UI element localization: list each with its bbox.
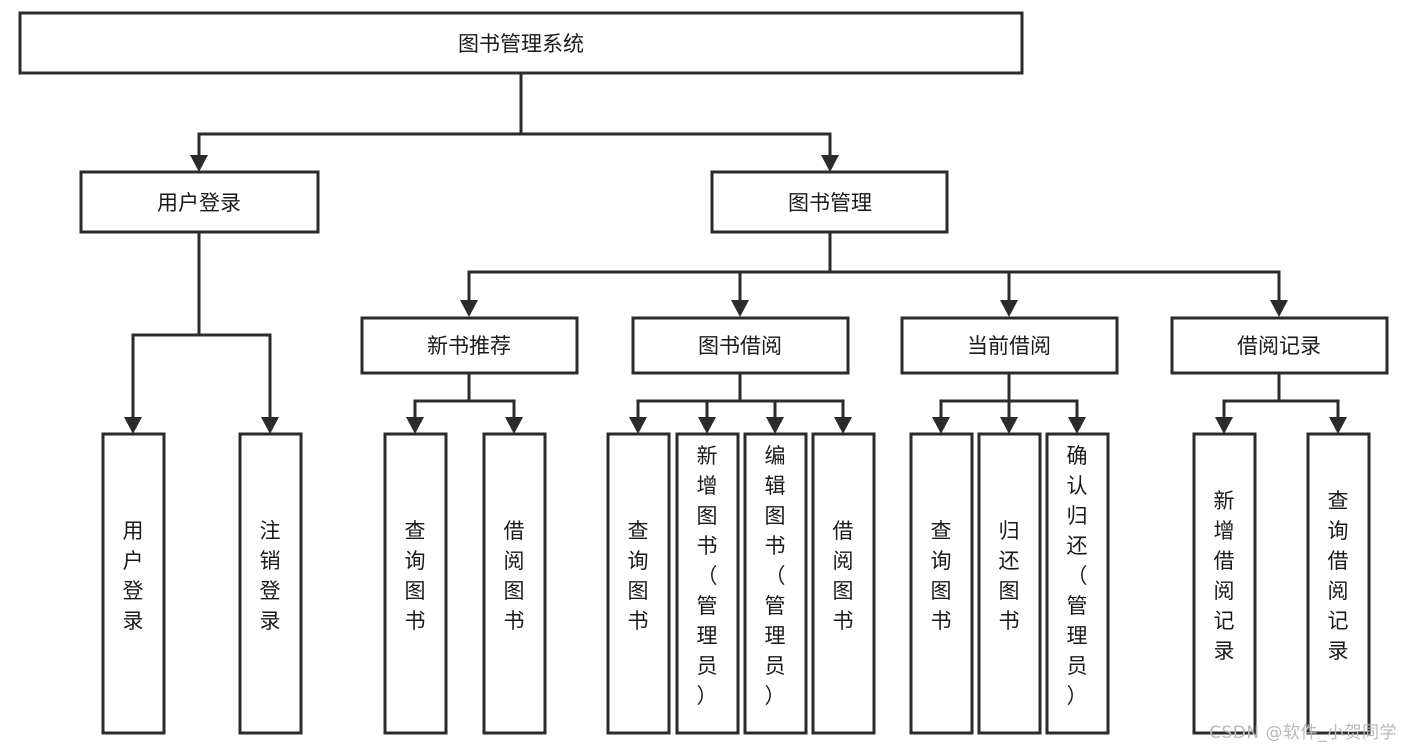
node-label: 注销登录 [260,519,281,633]
leaf-node-add-book-admin[interactable]: 新增图书（管理员） [675,432,740,735]
arrow-head-icon [1000,417,1018,434]
leaf-node-return-book[interactable]: 归还图书 [977,432,1042,735]
leaf-node-query-borrow-record[interactable]: 查询借阅记录 [1306,432,1371,735]
arrow-head-icon [1068,417,1086,434]
node-label: 用户登录 [157,191,241,215]
node-box [360,316,579,375]
arrow-head-icon [460,300,478,317]
leaf-node-add-borrow-record[interactable]: 新增借阅记录 [1192,432,1257,735]
node-label: 查询借阅记录 [1328,489,1349,663]
leaf-node-query-book-current[interactable]: 查询图书 [909,432,974,735]
node-box [977,432,1042,735]
leaf-node-confirm-return-admin[interactable]: 确认归还（管理员） [1045,432,1110,735]
arrow-head-icon [505,417,523,434]
node-box [675,432,740,735]
node-label: 查询图书 [931,519,952,633]
node-box [383,432,448,735]
arrow-head-icon [261,417,279,434]
node-current-borrow[interactable]: 当前借阅 [900,316,1119,375]
node-label: 确认归还（管理员） [1067,444,1088,708]
node-box [900,316,1119,375]
node-new-book-recommend[interactable]: 新书推荐 [360,316,579,375]
node-box [101,432,166,735]
node-borrow-record[interactable]: 借阅记录 [1170,316,1389,375]
leaf-node-edit-book-admin[interactable]: 编辑图书（管理员） [743,432,808,735]
node-label: 编辑图书（管理员） [765,444,786,708]
arrow-head-icon [629,417,647,434]
csdn-watermark: CSDN @软件_小贺同学 [1209,723,1397,743]
leaf-node-borrow-book-recommend[interactable]: 借阅图书 [482,432,547,735]
node-label: 图书管理系统 [458,32,584,56]
node-box [1306,432,1371,735]
arrow-head-icon [821,155,839,172]
leaf-node-query-book-recommend[interactable]: 查询图书 [383,432,448,735]
arrow-head-icon [190,155,208,172]
arrow-head-icon [932,417,950,434]
node-box [18,11,1024,75]
node-box [631,316,850,375]
node-box [79,170,320,234]
node-box [1170,316,1389,375]
arrow-head-icon [698,417,716,434]
node-label: 新增借阅记录 [1214,489,1235,663]
node-box [1192,432,1257,735]
arrow-head-icon [834,417,852,434]
arrow-head-icon [1270,300,1288,317]
node-box [238,432,303,735]
arrow-head-icon [1000,300,1018,317]
arrow-head-icon [124,417,142,434]
node-box [811,432,876,735]
node-book-management[interactable]: 图书管理 [710,170,949,234]
node-user-login[interactable]: 用户登录 [79,170,320,234]
connector-layer [124,71,1347,434]
leaf-node-query-book-borrow[interactable]: 查询图书 [606,432,671,735]
leaf-node-user-login[interactable]: 用户登录 [101,432,166,735]
node-label: 借阅图书 [833,519,854,633]
arrow-head-icon [731,300,749,317]
node-box [909,432,974,735]
node-box [1045,432,1110,735]
node-box [710,170,949,234]
node-label: 当前借阅 [967,334,1051,358]
leaf-node-borrow-book[interactable]: 借阅图书 [811,432,876,735]
node-box [482,432,547,735]
node-label: 图书管理 [788,191,872,215]
node-label: 借阅记录 [1237,334,1321,358]
node-root-book-management-system[interactable]: 图书管理系统 [18,11,1024,75]
arrow-head-icon [1215,417,1233,434]
node-label: 借阅图书 [504,519,525,633]
node-label: 归还图书 [999,519,1020,633]
node-label: 图书借阅 [698,334,782,358]
node-box [606,432,671,735]
node-label: 用户登录 [123,519,144,633]
node-label: 查询图书 [405,519,426,633]
arrow-head-icon [766,417,784,434]
arrow-head-icon [406,417,424,434]
leaf-node-logout[interactable]: 注销登录 [238,432,303,735]
node-box [743,432,808,735]
node-book-borrow[interactable]: 图书借阅 [631,316,850,375]
node-label: 查询图书 [628,519,649,633]
arrow-head-icon [1329,417,1347,434]
node-label: 新书推荐 [427,334,511,358]
node-label: 新增图书（管理员） [697,444,718,708]
